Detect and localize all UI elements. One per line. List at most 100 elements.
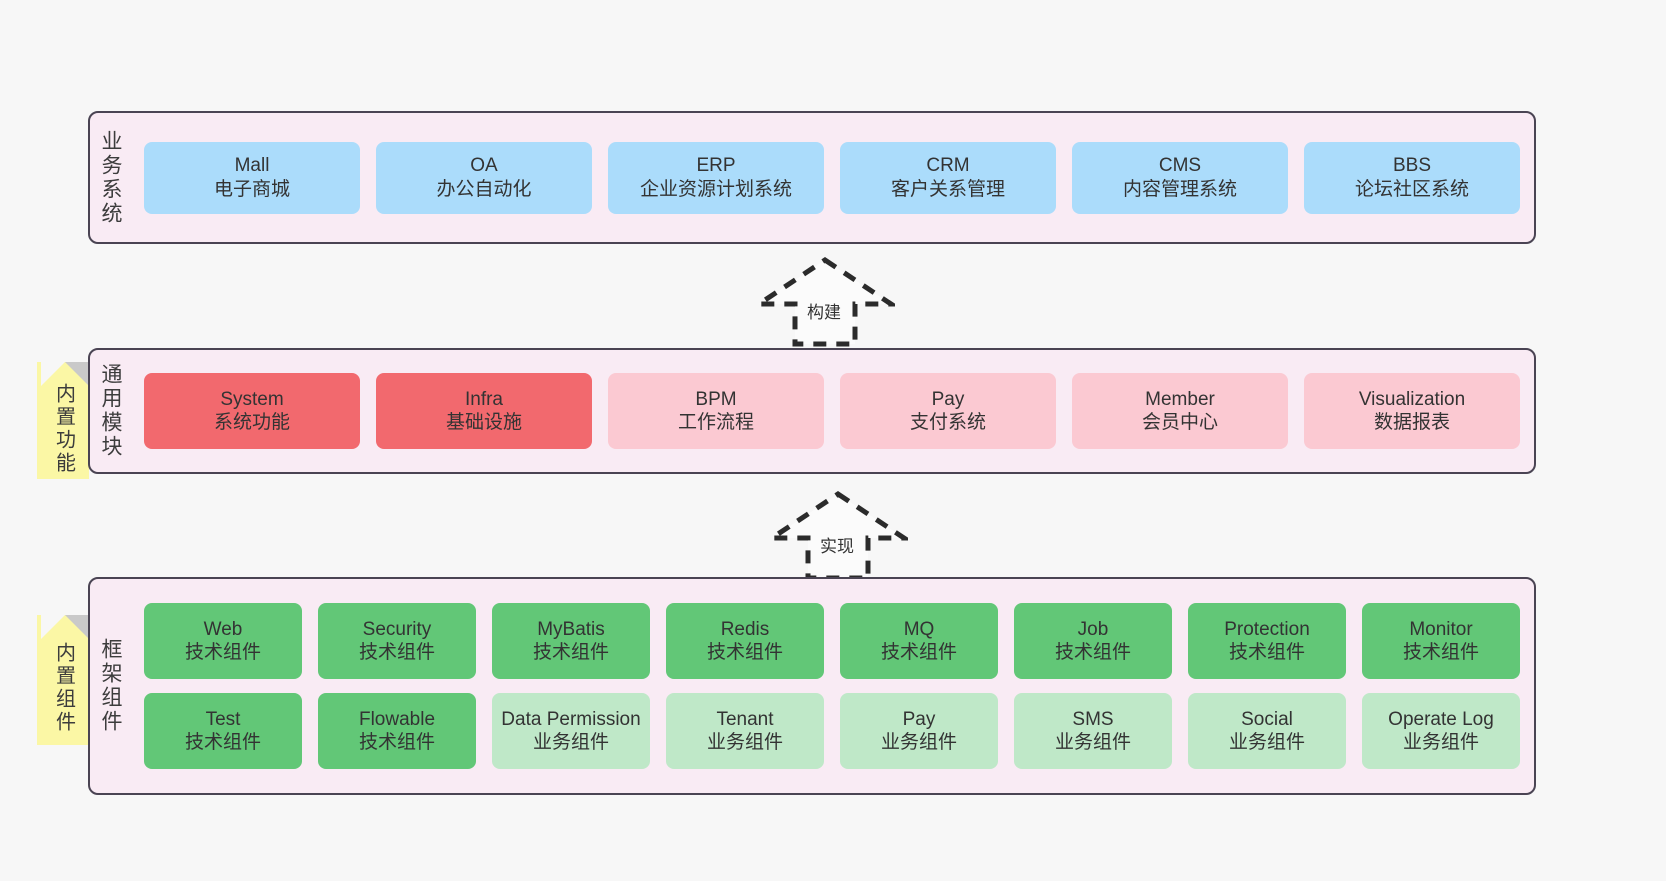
card-subtitle: 业务组件 [1228, 732, 1305, 753]
card-title: Tenant [716, 708, 774, 730]
card-subtitle: 企业资源计划系统 [639, 178, 792, 200]
card-subtitle: 技术组件 [184, 642, 261, 663]
card-subtitle: 技术组件 [1054, 642, 1131, 663]
card-visualization[interactable]: Visualization 数据报表 [1304, 373, 1520, 449]
card-title: Visualization [1358, 388, 1466, 410]
layer-business-title: 业务系统 [99, 129, 123, 226]
card-bbs[interactable]: BBS 论坛社区系统 [1304, 141, 1520, 214]
card-subtitle: 支付系统 [909, 412, 986, 433]
card-title: MyBatis [537, 618, 605, 640]
card-mq[interactable]: MQ 技术组件 [840, 603, 998, 679]
card-erp[interactable]: ERP 企业资源计划系统 [608, 141, 824, 214]
card-subtitle: 会员中心 [1141, 412, 1218, 433]
card-bpm[interactable]: BPM 工作流程 [608, 373, 824, 449]
card-subtitle: 业务组件 [1054, 732, 1131, 753]
card-title: Test [205, 708, 241, 730]
card-subtitle: 技术组件 [880, 642, 957, 663]
arrow-build-shape [755, 256, 895, 347]
card-subtitle: 业务组件 [880, 732, 957, 753]
card-subtitle: 技术组件 [358, 732, 435, 753]
layer-framework-title: 框架组件 [99, 638, 123, 734]
layer-common-modules: 通用模块 System 系统功能 Infra 基础设施 BPM 工作流程 Pay… [88, 348, 1536, 474]
card-subtitle: 技术组件 [706, 642, 783, 663]
card-mall[interactable]: Mall 电子商城 [144, 141, 360, 214]
card-operate-log[interactable]: Operate Log 业务组件 [1362, 693, 1520, 769]
card-oa[interactable]: OA 办公自动化 [376, 141, 592, 214]
arrow-implement-label: 实现 [820, 537, 854, 556]
card-subtitle: 技术组件 [358, 642, 435, 663]
layer-business-systems: 业务系统 Mall 电子商城 OA 办公自动化 ERP 企业资源计划系统 CRM… [88, 111, 1536, 244]
card-subtitle: 论坛社区系统 [1354, 178, 1469, 200]
card-title: OA [470, 155, 498, 177]
layer-modules-title: 通用模块 [99, 363, 123, 459]
card-redis[interactable]: Redis 技术组件 [666, 603, 824, 679]
card-subtitle: 电子商城 [213, 178, 290, 200]
card-protection[interactable]: Protection 技术组件 [1188, 603, 1346, 679]
card-subtitle: 业务组件 [1402, 732, 1479, 753]
card-subtitle: 客户关系管理 [890, 178, 1005, 200]
card-title: Member [1145, 388, 1215, 410]
card-pay-business[interactable]: Pay 业务组件 [840, 693, 998, 769]
card-subtitle: 技术组件 [532, 642, 609, 663]
card-title: System [220, 388, 284, 410]
card-subtitle: 业务组件 [706, 732, 783, 753]
card-title: Redis [720, 618, 770, 640]
card-title: Job [1077, 618, 1109, 640]
card-title: ERP [696, 155, 736, 177]
sticky-note-builtin-features: 内置功能 [37, 362, 89, 479]
card-title: MQ [903, 618, 935, 640]
sticky-label: 内置功能 [52, 382, 75, 475]
card-subtitle: 基础设施 [445, 412, 522, 433]
card-subtitle: 业务组件 [532, 732, 609, 753]
arrow-implement: 实现 [768, 490, 908, 582]
framework-business-row: Test 技术组件 Flowable 技术组件 Data Permission … [144, 693, 1520, 769]
card-title: Infra [464, 388, 504, 410]
sticky-note-builtin-components: 内置组件 [37, 615, 89, 745]
card-cms[interactable]: CMS 内容管理系统 [1072, 141, 1288, 214]
card-title: CRM [926, 155, 970, 177]
framework-tech-row: Web 技术组件 Security 技术组件 MyBatis 技术组件 Redi… [144, 603, 1520, 679]
card-pay[interactable]: Pay 支付系统 [840, 373, 1056, 449]
card-member[interactable]: Member 会员中心 [1072, 373, 1288, 449]
sticky-label: 内置组件 [52, 642, 75, 734]
card-title: Flowable [358, 708, 436, 730]
card-title: Pay [931, 388, 965, 410]
card-title: CMS [1158, 155, 1202, 177]
layer-framework-body: Web 技术组件 Security 技术组件 MyBatis 技术组件 Redi… [130, 579, 1534, 793]
card-subtitle: 技术组件 [1228, 642, 1305, 663]
card-title: BPM [695, 388, 737, 410]
card-system[interactable]: System 系统功能 [144, 373, 360, 449]
card-monitor[interactable]: Monitor 技术组件 [1362, 603, 1520, 679]
layer-framework-components: 框架组件 Web 技术组件 Security 技术组件 MyBatis 技术组件… [88, 577, 1536, 795]
card-sms[interactable]: SMS 业务组件 [1014, 693, 1172, 769]
card-test[interactable]: Test 技术组件 [144, 693, 302, 769]
card-title: Pay [902, 708, 936, 730]
card-subtitle: 技术组件 [184, 732, 261, 753]
card-subtitle: 工作流程 [677, 412, 754, 433]
card-social[interactable]: Social 业务组件 [1188, 693, 1346, 769]
sticky-fold-corner-icon [41, 362, 89, 386]
card-data-permission[interactable]: Data Permission 业务组件 [492, 693, 650, 769]
sticky-fold-corner-icon [41, 615, 89, 639]
card-title: Monitor [1409, 618, 1473, 640]
card-job[interactable]: Job 技术组件 [1014, 603, 1172, 679]
arrow-build: 构建 [755, 256, 895, 348]
card-subtitle: 数据报表 [1373, 412, 1450, 433]
card-subtitle: 系统功能 [213, 412, 290, 433]
card-tenant[interactable]: Tenant 业务组件 [666, 693, 824, 769]
card-title: Data Permission [501, 708, 641, 730]
card-title: Social [1241, 708, 1293, 730]
business-card-row: Mall 电子商城 OA 办公自动化 ERP 企业资源计划系统 CRM 客户关系… [144, 141, 1520, 214]
card-mybatis[interactable]: MyBatis 技术组件 [492, 603, 650, 679]
layer-modules-body: System 系统功能 Infra 基础设施 BPM 工作流程 Pay 支付系统… [130, 350, 1534, 472]
card-crm[interactable]: CRM 客户关系管理 [840, 141, 1056, 214]
layer-business-body: Mall 电子商城 OA 办公自动化 ERP 企业资源计划系统 CRM 客户关系… [130, 113, 1534, 242]
card-flowable[interactable]: Flowable 技术组件 [318, 693, 476, 769]
card-subtitle: 技术组件 [1402, 642, 1479, 663]
card-infra[interactable]: Infra 基础设施 [376, 373, 592, 449]
card-security[interactable]: Security 技术组件 [318, 603, 476, 679]
card-web[interactable]: Web 技术组件 [144, 603, 302, 679]
card-title: Mall [234, 155, 270, 177]
card-title: SMS [1072, 708, 1114, 730]
